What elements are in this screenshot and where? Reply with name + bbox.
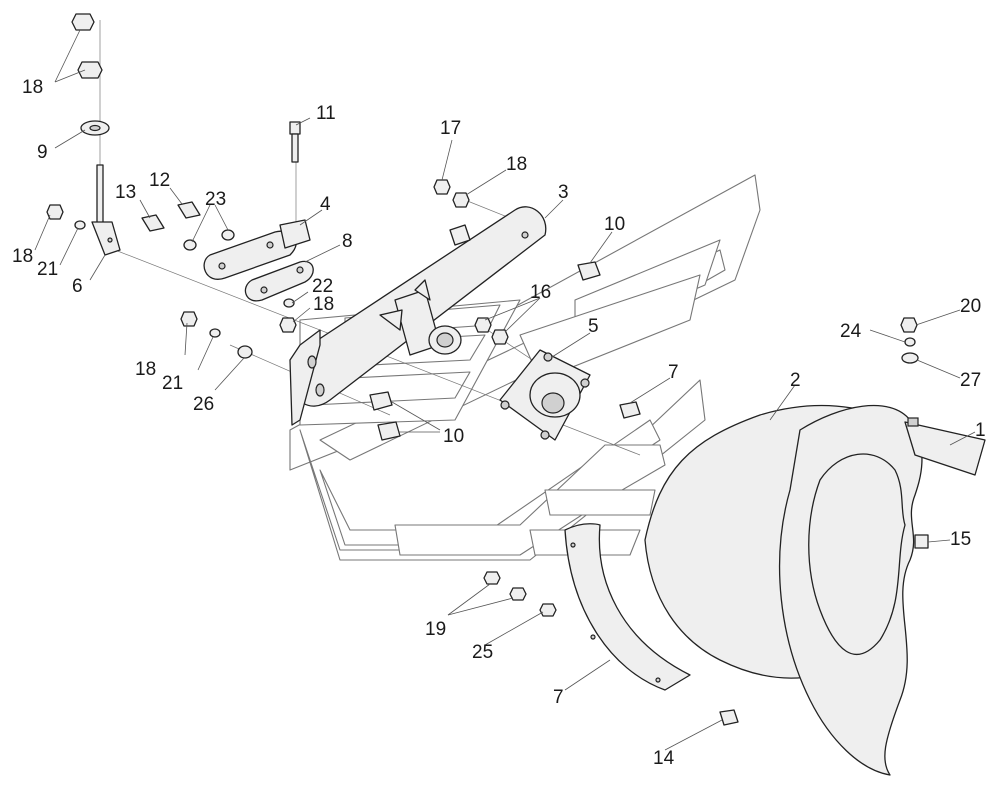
callout-4: 4 xyxy=(320,194,331,215)
callout-5: 5 xyxy=(588,316,599,337)
callout-26: 26 xyxy=(193,394,214,415)
rotor-drum xyxy=(644,404,923,776)
callout-12: 12 xyxy=(149,170,170,191)
callout-11: 11 xyxy=(316,103,336,124)
callout-22: 22 xyxy=(312,276,333,297)
callout-labels: 1 2 3 4 5 6 7 7 8 9 10 10 11 12 13 14 15… xyxy=(12,77,986,769)
callout-2: 2 xyxy=(790,370,801,391)
rod-bracket xyxy=(91,164,121,256)
callout-9: 9 xyxy=(37,142,48,163)
callout-27: 27 xyxy=(960,370,981,391)
callout-7-upper: 7 xyxy=(668,362,679,383)
callout-18-mid: 18 xyxy=(313,294,334,315)
callout-18-upper-right: 18 xyxy=(506,154,527,175)
callout-14: 14 xyxy=(653,748,675,769)
callout-21-lower: 21 xyxy=(162,373,183,394)
callout-8: 8 xyxy=(342,231,353,252)
callout-1: 1 xyxy=(975,420,986,441)
callout-18-top: 18 xyxy=(22,77,43,98)
callout-13: 13 xyxy=(115,182,136,203)
callout-21-left: 21 xyxy=(37,259,58,280)
callout-3: 3 xyxy=(558,182,569,203)
callout-6: 6 xyxy=(72,276,83,297)
leader-lines xyxy=(34,29,976,751)
fasteners xyxy=(46,13,929,726)
cover-plate xyxy=(564,523,691,691)
scraper-strip xyxy=(904,417,986,476)
callout-10-upper: 10 xyxy=(604,214,625,235)
callout-17: 17 xyxy=(440,118,461,139)
callout-15: 15 xyxy=(950,529,971,550)
link-plates xyxy=(203,219,314,302)
callout-10-lower: 10 xyxy=(443,426,464,447)
shaft-sleeve xyxy=(379,279,462,356)
callout-18-lower-left: 18 xyxy=(135,359,156,380)
callout-23: 23 xyxy=(205,189,226,210)
callout-7-lower: 7 xyxy=(553,687,564,708)
bearing-housing xyxy=(499,349,591,441)
callout-16: 16 xyxy=(530,282,551,303)
callout-25: 25 xyxy=(472,642,493,663)
callout-19: 19 xyxy=(425,619,446,640)
callout-18-left: 18 xyxy=(12,246,33,267)
callout-20: 20 xyxy=(960,296,981,317)
callout-24: 24 xyxy=(840,321,862,342)
